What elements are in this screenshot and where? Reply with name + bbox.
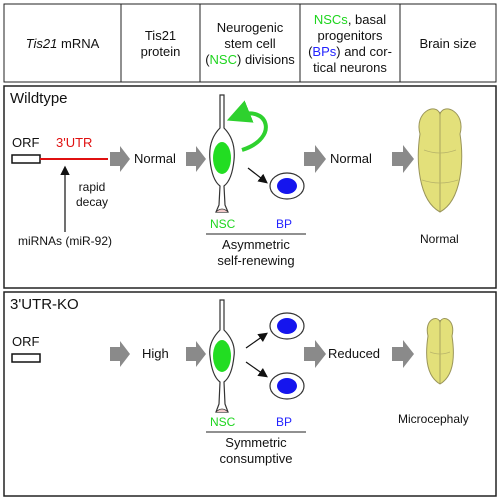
wt-orf-label: ORF xyxy=(12,135,40,150)
header-col-mrna: Tis21 mRNA xyxy=(4,6,121,82)
header-table xyxy=(3,3,497,83)
ko-bp-cell-top xyxy=(269,312,305,340)
wt-division-line2: self-renewing xyxy=(217,253,295,268)
wt-orf-box xyxy=(11,154,41,164)
ko-arrow-2 xyxy=(186,341,206,367)
header-div-line2: stem cell xyxy=(224,36,276,51)
ko-arrow-4 xyxy=(392,340,414,368)
wt-progenitor-level: Normal xyxy=(330,151,372,166)
wt-title: Wildtype xyxy=(10,90,68,107)
ko-nsc-cell xyxy=(209,299,235,413)
wt-rapid-text: rapid xyxy=(78,180,106,194)
ko-brain xyxy=(426,318,454,385)
header-prog-line2: progenitors xyxy=(317,28,383,43)
ko-panel xyxy=(3,291,497,497)
ko-bp-label: BP xyxy=(276,415,293,429)
ko-division-line2: consumptive xyxy=(219,451,293,466)
ko-division-line1: Symmetric xyxy=(225,435,287,450)
header-nscs: NSCs xyxy=(313,12,348,27)
ko-progenitor-level: Reduced xyxy=(328,346,381,361)
header-protein-line1: Tis21 xyxy=(144,28,177,43)
header-div-paren: ( xyxy=(205,52,210,67)
header-protein-line2: protein xyxy=(140,44,181,59)
wt-arrow-3 xyxy=(304,145,326,173)
header-prog-paren: ( xyxy=(308,44,313,59)
ko-title: 3'UTR-KO xyxy=(10,296,79,313)
wt-nsc-cell xyxy=(209,94,235,213)
wt-protein-level: Normal xyxy=(134,151,176,166)
wt-bp-arrow xyxy=(247,167,268,184)
ko-bp-arrow-down xyxy=(245,361,268,378)
wt-arrow-2 xyxy=(186,146,206,172)
header-col-brain: Brain size xyxy=(400,6,496,82)
ko-orf-box xyxy=(11,353,41,363)
header-prog-line4: tical neurons xyxy=(313,60,387,75)
header-mrna-label: mRNA xyxy=(57,36,100,51)
wt-arrow-4 xyxy=(392,145,414,173)
header-brain-size: Brain size xyxy=(419,36,477,51)
header-bps: BPs xyxy=(312,44,337,59)
wt-mirna-label: miRNAs (miR-92) xyxy=(18,234,112,248)
wt-bp-cell xyxy=(269,172,305,200)
ko-nsc-label: NSC xyxy=(210,415,236,429)
ko-orf-label: ORF xyxy=(12,334,40,349)
ko-brain-label: Microcephaly xyxy=(398,412,469,426)
wt-decay-text: decay xyxy=(76,195,109,209)
header-gene-italic: Tis21 xyxy=(25,36,58,51)
ko-protein-level: High xyxy=(142,346,169,361)
ko-bp-cell-bottom xyxy=(269,372,305,400)
wt-brain xyxy=(417,108,463,213)
header-prog-line3: ) and cor- xyxy=(336,44,392,59)
wt-utr-label: 3'UTR xyxy=(56,135,93,150)
ko-bp-arrow-up xyxy=(245,332,268,349)
header-div-line3: ) divisions xyxy=(237,52,295,67)
wt-arrow-1 xyxy=(110,146,130,172)
wt-division-line1: Asymmetric xyxy=(222,237,290,252)
header-div-line1: Neurogenic xyxy=(216,20,284,35)
wt-brain-label: Normal xyxy=(420,232,459,246)
wt-self-renew-arrow xyxy=(226,100,268,152)
header-nsc-abbrev: NSC xyxy=(209,52,237,67)
header-prog-line1: , basal xyxy=(347,12,387,27)
wt-bp-label: BP xyxy=(276,217,293,231)
ko-arrow-1 xyxy=(110,341,130,367)
ko-arrow-3 xyxy=(304,340,326,368)
wt-nsc-label: NSC xyxy=(210,217,236,231)
